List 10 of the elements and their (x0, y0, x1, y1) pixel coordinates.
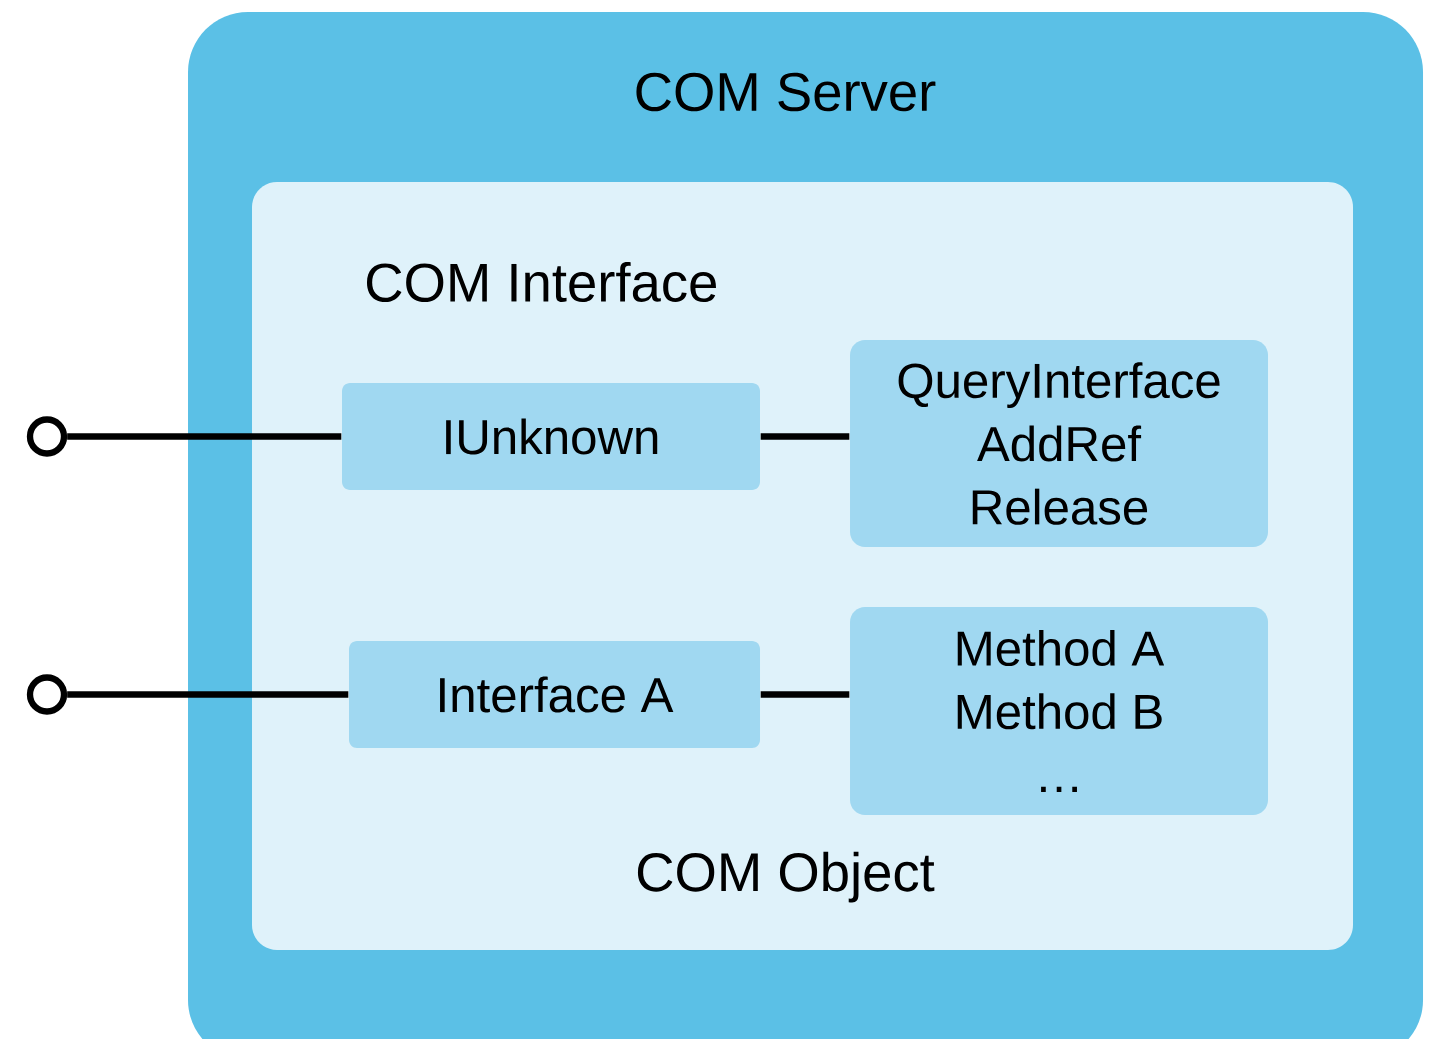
connector-line (760, 433, 850, 440)
connector-circle (26, 416, 68, 457)
connector-line (760, 691, 850, 698)
method-list-box: QueryInterface AddRef Release (850, 340, 1268, 547)
connector-circle (26, 674, 68, 715)
connector-line (67, 433, 342, 440)
method-list-box: Method A Method B … (850, 607, 1268, 815)
interface-box: Interface A (349, 641, 760, 748)
interface-box: IUnknown (342, 383, 760, 490)
connector-line (67, 691, 349, 698)
